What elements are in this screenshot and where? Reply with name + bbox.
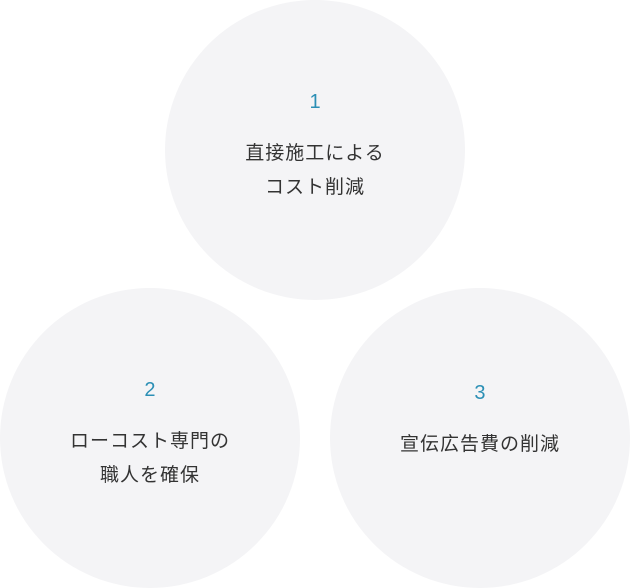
feature-number-3: 3 <box>474 382 486 404</box>
feature-label-1: 直接施工による コスト削減 <box>245 136 384 204</box>
feature-content-3: 3 宣伝広告費の削減 <box>400 381 560 461</box>
feature-number-1: 1 <box>309 91 321 113</box>
feature-label-2-line-2: 職人を確保 <box>99 464 200 486</box>
feature-label-1-line-1: 直接施工による <box>245 142 385 164</box>
feature-label-1-line-2: コスト削減 <box>264 176 365 198</box>
feature-circle-3: 3 宣伝広告費の削減 <box>330 288 630 588</box>
feature-content-2: 2 ローコスト専門の 職人を確保 <box>70 378 230 492</box>
feature-label-2: ローコスト専門の 職人を確保 <box>70 424 230 492</box>
feature-circle-2: 2 ローコスト専門の 職人を確保 <box>0 288 300 588</box>
feature-number-2: 2 <box>144 379 156 401</box>
feature-label-3-line-1: 宣伝広告費の削減 <box>399 433 560 455</box>
feature-label-2-line-1: ローコスト専門の <box>69 430 230 452</box>
feature-circle-1: 1 直接施工による コスト削減 <box>165 0 465 300</box>
feature-label-3: 宣伝広告費の削減 <box>400 427 560 461</box>
feature-content-1: 1 直接施工による コスト削減 <box>245 90 384 204</box>
